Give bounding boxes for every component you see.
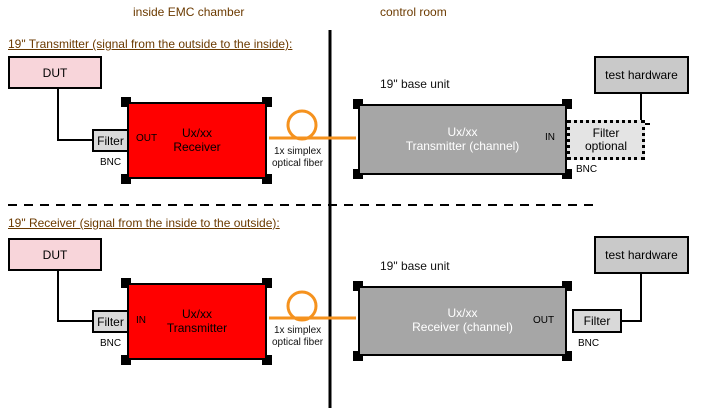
top-filter-opt-line2: optional [584,139,628,153]
bottom-optical-fiber [269,290,356,322]
top-bnc-right-label: BNC [576,164,598,175]
bottom-dut-box: DUT [8,238,102,271]
top-filter-optional-box: Filter optional [567,120,645,160]
top-base-line2: Transmitter (channel) [405,138,520,153]
top-base-unit-label: 19" base unit [380,77,450,91]
bottom-bnc-left-label: BNC [100,338,122,349]
bottom-test-hw-cable [622,272,642,322]
top-dut-box: DUT [8,56,102,89]
bottom-test-hardware-box: test hardware [594,236,689,274]
bottom-fiber-label: 1x simplex optical fiber [272,325,323,348]
bottom-filter-box: Filter [92,310,129,333]
top-filter-opt-line1: Filter [592,126,620,141]
bottom-filter-right-box: Filter [572,309,622,333]
bottom-section-title: 19" Receiver (signal from the inside to … [8,216,280,230]
bottom-port-out-label: OUT [533,315,555,326]
bottom-transmitter-module: Ux/xx Transmitter [127,283,267,360]
top-dut-cable [57,88,92,141]
control-room-header: control room [380,5,447,19]
bottom-filter-label: Filter [97,314,124,329]
bottom-base-line2: Receiver (channel) [412,320,513,334]
bottom-base-line1: Ux/xx [447,306,478,321]
top-port-out-label: OUT [136,133,158,144]
bottom-test-hardware-label: test hardware [605,248,678,262]
top-module-line2: Receiver [173,139,221,154]
top-port-in-label: IN [545,132,555,143]
top-fiber-line1: 1x simplex [273,146,322,157]
top-dut-label: DUT [42,65,68,80]
top-section-title: 19" Transmitter (signal from the outside… [8,37,293,51]
bottom-port-in-label: IN [136,315,146,326]
top-receiver-module: Ux/xx Receiver [127,102,267,179]
top-filter-box: Filter [92,129,129,152]
bottom-dut-cable [57,270,92,322]
bottom-base-receiver: Ux/xx Receiver (channel) [358,286,567,356]
bottom-bnc-right-label: BNC [578,338,600,349]
bottom-dut-label: DUT [42,247,68,262]
bottom-filter-right-label: Filter [583,314,611,328]
top-optical-fiber [269,109,356,141]
bottom-module-line1: Ux/xx [182,306,212,321]
chamber-header: inside EMC chamber [133,5,245,19]
bottom-base-unit-label: 19" base unit [380,259,450,273]
top-filter-label: Filter [97,133,124,148]
top-fiber-line2: optical fiber [272,157,324,169]
top-fiber-label: 1x simplex optical fiber [272,146,323,169]
top-base-line1: Ux/xx [447,124,478,139]
top-bnc-left-label: BNC [100,157,122,168]
top-module-line1: Ux/xx [182,125,212,140]
bottom-fiber-line1: 1x simplex [273,325,322,336]
top-test-hardware-box: test hardware [594,56,689,94]
top-base-transmitter: Ux/xx Transmitter (channel) [358,104,567,175]
bottom-module-line2: Transmitter [166,320,228,335]
top-test-hardware-label: test hardware [605,68,678,82]
bottom-fiber-line2: optical fiber [272,336,324,348]
